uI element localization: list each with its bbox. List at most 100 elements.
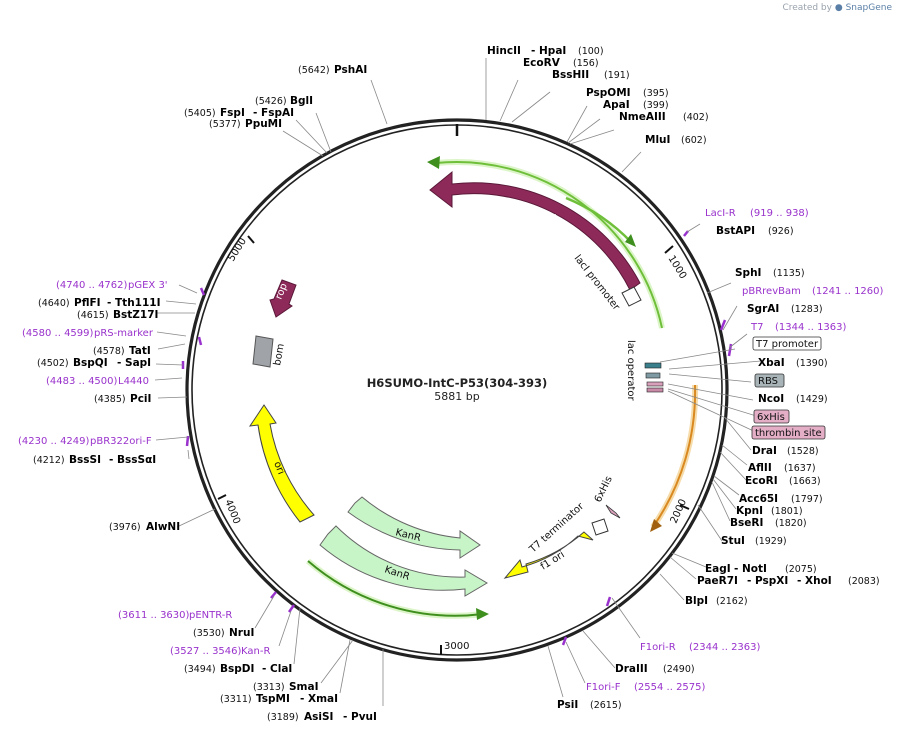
svg-text:PpuMI: PpuMI [245, 118, 282, 130]
enzyme-bsshii: BssHII(191) [552, 69, 630, 81]
svg-text:thrombin site: thrombin site [755, 428, 822, 439]
primer-f1ori-r: F1ori-R(2344 .. 2363) [640, 642, 761, 653]
svg-text:- HpaI: - HpaI [531, 45, 566, 57]
bom-label: bom [272, 343, 287, 367]
svg-text:MluI: MluI [645, 134, 670, 146]
rbs-glyph [645, 372, 661, 379]
svg-text:PflFI: PflFI [74, 297, 101, 309]
svg-text:TatI: TatI [129, 345, 151, 357]
svg-text:BlpI: BlpI [685, 595, 708, 607]
svg-text:(3189): (3189) [267, 712, 299, 723]
primer-t7: T7(1344 .. 1363) [750, 322, 847, 333]
svg-text:5000: 5000 [226, 236, 249, 263]
svg-text:(3313): (3313) [253, 682, 285, 693]
orf-green-arrowhead [427, 156, 440, 169]
enzyme-mlui: MluI(602) [645, 134, 707, 146]
laci-arrow [429, 170, 641, 291]
ori-arrow [248, 404, 315, 523]
svg-text:PaeR7I: PaeR7I [697, 575, 738, 587]
svg-text:- PvuI: - PvuI [343, 711, 377, 723]
svg-text:(1528): (1528) [787, 446, 819, 457]
svg-text:AsiSI: AsiSI [304, 711, 333, 723]
svg-text:LacI-R: LacI-R [705, 208, 736, 219]
enzyme-eagi-noti: EagI- NotI(2075) [705, 563, 817, 575]
svg-text:(3976): (3976) [109, 522, 141, 533]
svg-text:XbaI: XbaI [758, 357, 785, 369]
svg-text:NruI: NruI [229, 627, 254, 639]
orf-orange-arrowhead [650, 519, 662, 532]
kanr-arrow-2 [319, 525, 488, 597]
enzyme-draiii: DraIII(2490) [615, 663, 695, 675]
laci-promoter-arrow [621, 286, 642, 307]
svg-text:BspDI: BspDI [220, 663, 254, 675]
thrombin-glyph [646, 387, 664, 393]
svg-text:L4440: L4440 [118, 376, 149, 387]
orf-orange-glow [650, 384, 699, 529]
svg-text:(402): (402) [683, 112, 709, 123]
kanr-arrow-1 [347, 496, 481, 559]
enzyme-aflii: AflII(1637) [748, 462, 816, 474]
svg-text:(2083): (2083) [848, 576, 880, 587]
svg-text:(4640): (4640) [38, 298, 70, 309]
enzyme-tati: (4578) TatI [93, 345, 151, 357]
enzyme-bstz17i: (4615)BstZ17I [77, 309, 158, 321]
enzyme-nmeaiii: NmeAIII (402) [619, 111, 709, 123]
svg-text:(399): (399) [643, 100, 669, 111]
enzyme-hincii: HincII [487, 45, 521, 57]
enzyme-acc65i: Acc65I(1797) [739, 493, 823, 505]
svg-text:AflII: AflII [748, 462, 772, 474]
svg-text:NmeAIII: NmeAIII [619, 111, 666, 123]
enzyme-tspmi-xmai: (3311)TspMI- XmaI [220, 693, 338, 705]
enzyme-ncoi: NcoI(1429) [758, 393, 828, 405]
svg-text:(3530): (3530) [193, 628, 225, 639]
primer-prs-marker: (4580 .. 4599)pRS-marker [22, 328, 154, 339]
svg-text:(191): (191) [604, 70, 630, 81]
svg-text:(2075): (2075) [785, 564, 817, 575]
snapgene-logo-icon: ● [834, 3, 843, 13]
svg-text:(1663): (1663) [789, 476, 821, 487]
svg-text:(5377): (5377) [209, 119, 241, 130]
orf-green-3-line [307, 560, 484, 617]
enzyme-apai: ApaI(399) [603, 99, 669, 111]
svg-text:(1797): (1797) [791, 494, 823, 505]
svg-text:PsiI: PsiI [557, 699, 578, 711]
feature-sixhis: 6xHis [753, 409, 790, 424]
enzyme-pcii: (4385)PciI [94, 393, 151, 405]
orf-green-line-2 [565, 196, 633, 244]
svg-text:pBR322ori-F: pBR322ori-F [90, 436, 152, 447]
svg-text:(3527 .. 3546): (3527 .. 3546) [170, 646, 242, 657]
svg-text:- FspAI: - FspAI [253, 107, 294, 119]
svg-text:(4230 .. 4249): (4230 .. 4249) [18, 436, 90, 447]
svg-text:SmaI: SmaI [289, 681, 319, 693]
svg-text:(4483 .. 4500): (4483 .. 4500) [46, 376, 118, 387]
svg-text:(1801): (1801) [771, 506, 803, 517]
enzyme-ecorv: EcoRV(156) [523, 57, 599, 69]
svg-text:(156): (156) [573, 58, 599, 69]
map-size: 5881 bp [434, 390, 479, 403]
enzyme-fspi: (5405)FspI- FspAI [184, 107, 294, 119]
svg-text:pRS-marker: pRS-marker [94, 328, 154, 339]
t7-terminator-glyph [591, 518, 609, 536]
snapgene-credit: Created by ● SnapGene [782, 3, 892, 13]
svg-text:1000: 1000 [665, 254, 688, 281]
svg-text:(4578): (4578) [93, 346, 125, 357]
enzyme-kpni: KpnI(1801) [736, 505, 803, 517]
svg-text:AlwNI: AlwNI [146, 521, 180, 533]
primer-pbr322ori-f: (4230 .. 4249)pBR322ori-F [18, 436, 152, 447]
svg-text:F1ori-R: F1ori-R [640, 642, 676, 653]
svg-text:- XhoI: - XhoI [797, 575, 832, 587]
tick-2000: 2000 [669, 497, 690, 525]
feature-t7-promoter: T7 promoter [752, 336, 822, 351]
svg-text:PshAI: PshAI [334, 64, 367, 76]
svg-text:HincII: HincII [487, 45, 521, 57]
feature-rbs: RBS [754, 373, 785, 388]
ori-label: ori [271, 460, 286, 476]
svg-text:(3494): (3494) [184, 664, 216, 675]
svg-text:(1344 .. 1363): (1344 .. 1363) [775, 322, 847, 333]
rop-arrow [269, 279, 297, 318]
svg-text:(4385): (4385) [94, 394, 126, 405]
svg-text:DraIII: DraIII [615, 663, 648, 675]
primer-laci-r: LacI-R(919 .. 938) [705, 208, 809, 219]
svg-text:(1820): (1820) [775, 518, 807, 529]
svg-text:- ClaI: - ClaI [262, 663, 292, 675]
